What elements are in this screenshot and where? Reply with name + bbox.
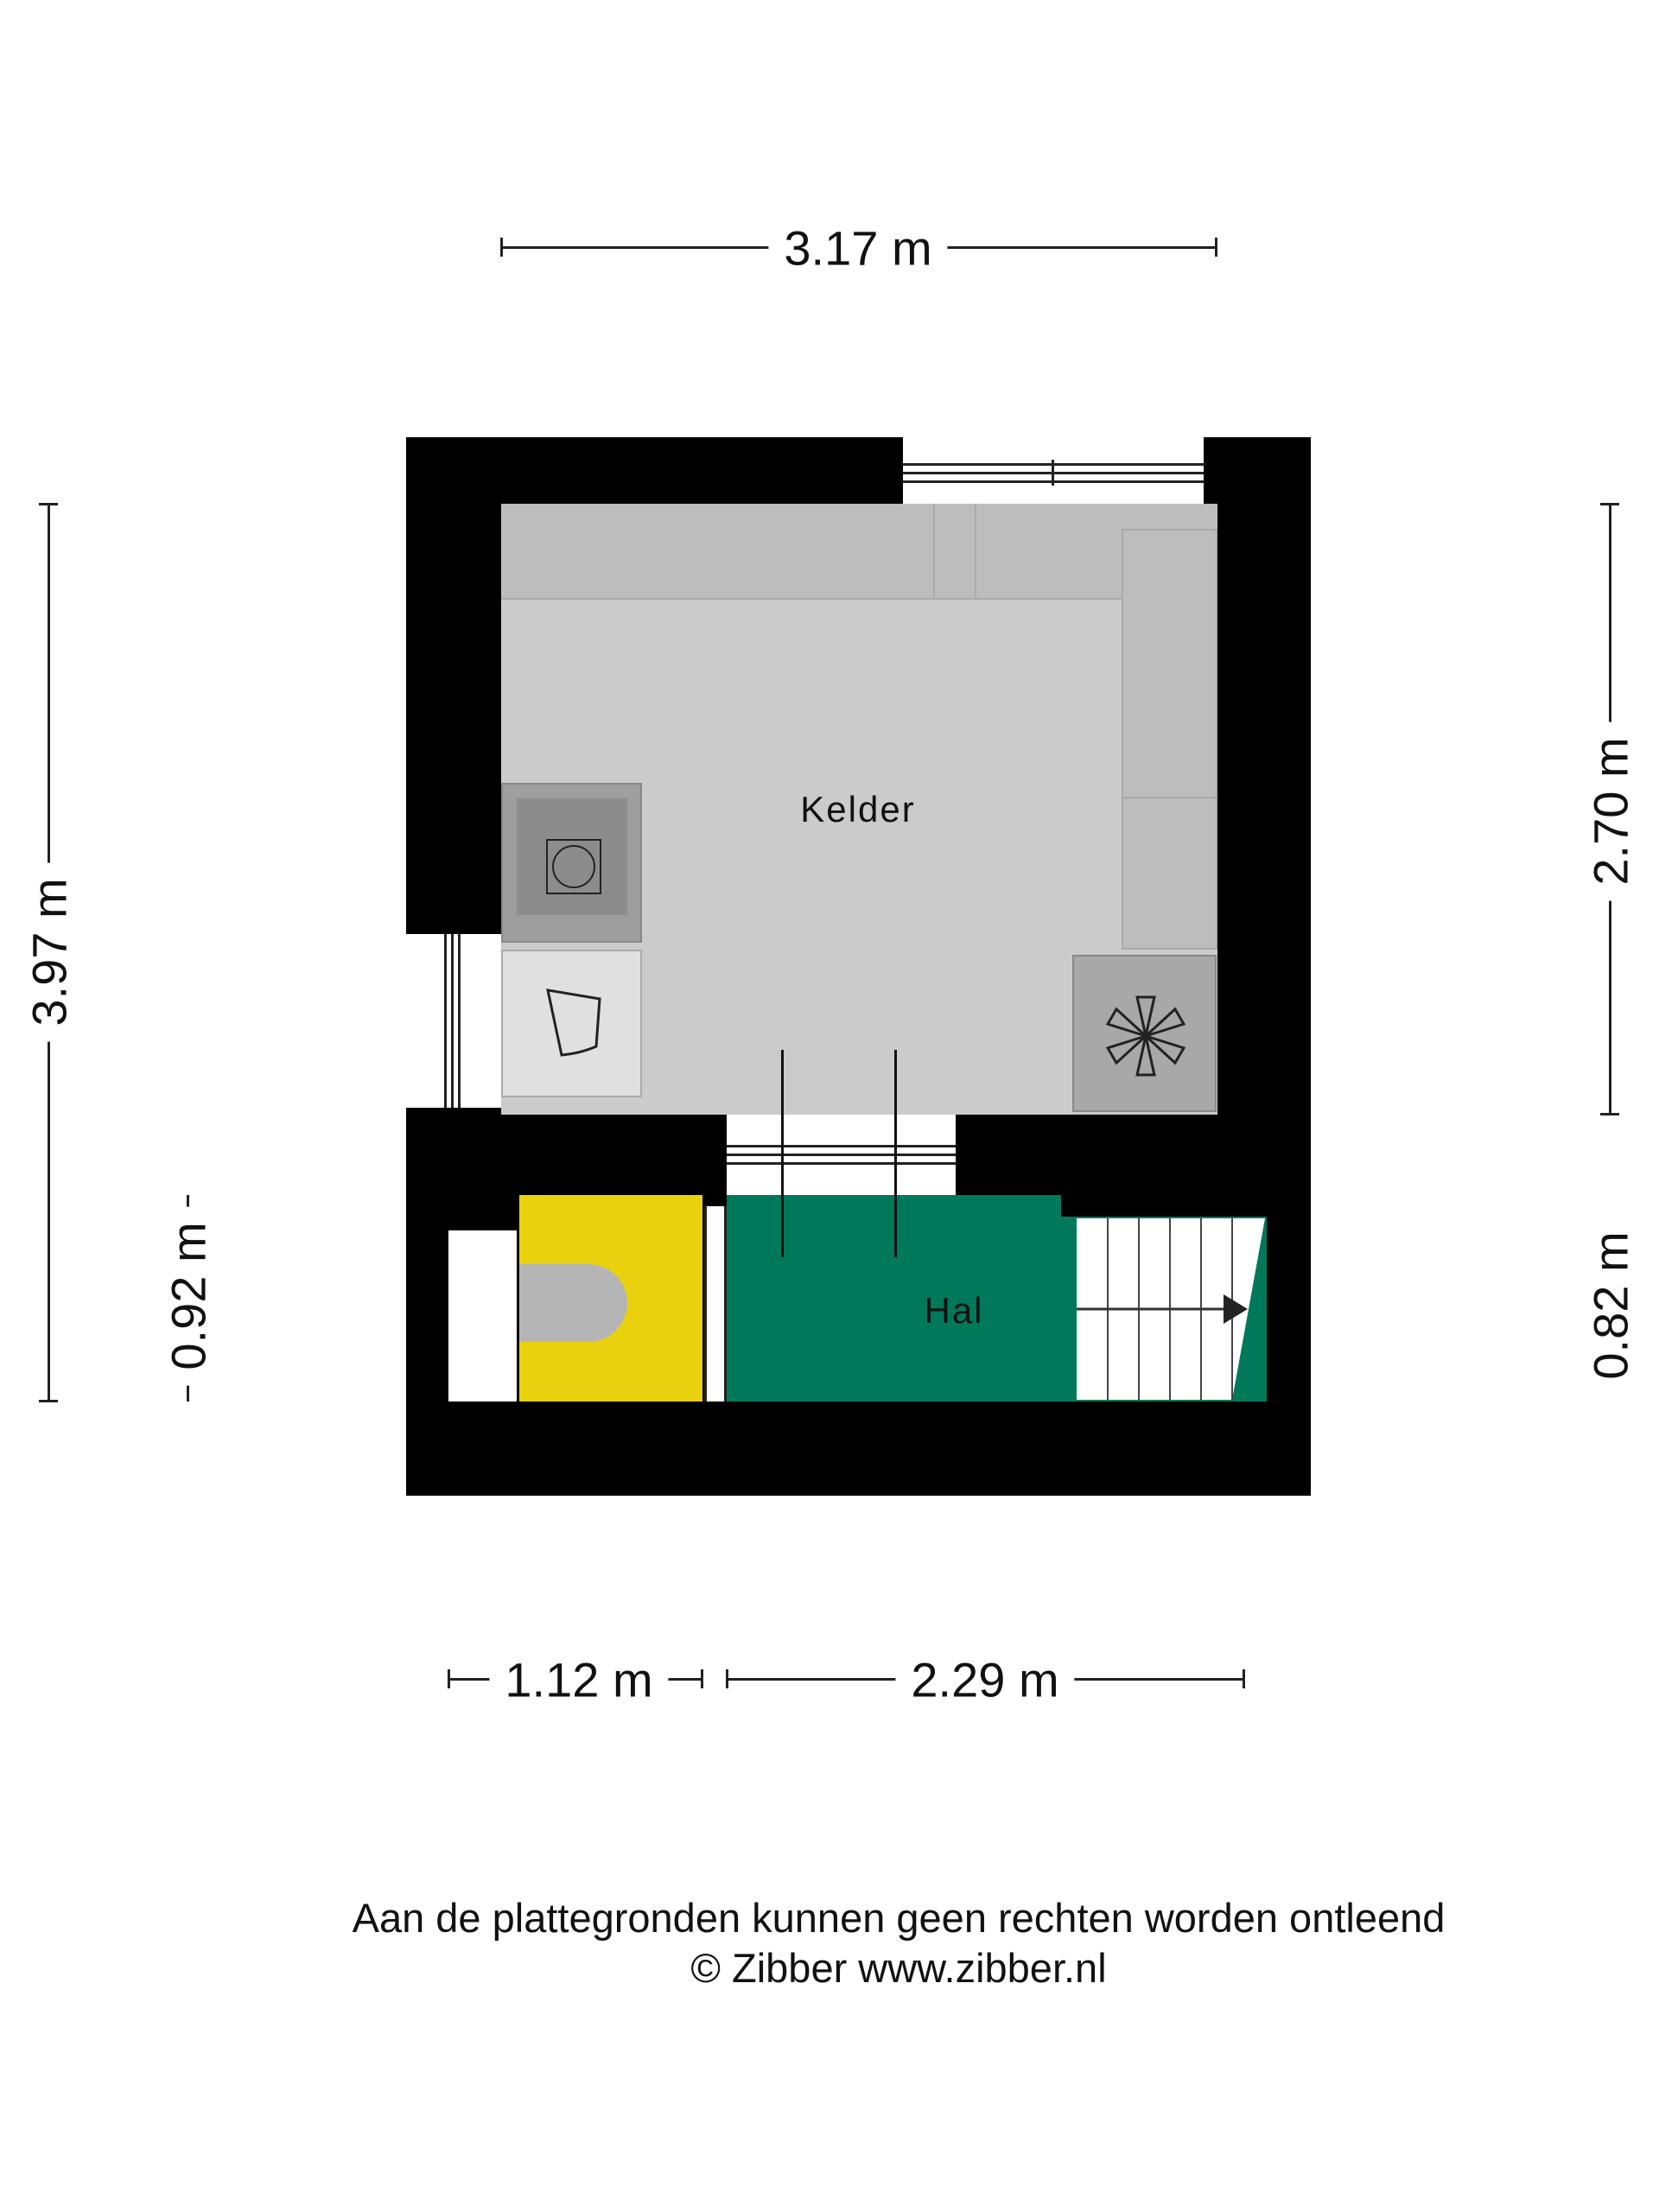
fan-icon [1105,995,1186,1077]
toilet [519,1264,627,1342]
copyright: © Zibber www.zibber.nl [690,1945,1107,1991]
room-label-kelder: Kelder [800,789,916,830]
dimension-label: 0.82 m [1582,1216,1639,1395]
window-left [406,934,501,1108]
wc-door [704,1206,727,1402]
dimension-label: 0.92 m [160,1206,217,1386]
stairs [1077,1218,1267,1400]
dimension-label: 2.70 m [1582,721,1639,901]
room-label-hal: Hal [924,1290,984,1331]
dimension-label: 2.29 m [895,1651,1075,1708]
sink [448,1230,517,1402]
counter-right [1122,529,1217,950]
window-top [903,437,1204,504]
counter-top [501,504,1217,600]
room-wc [519,1195,702,1402]
dimension-label: 3.17 m [768,219,948,276]
arrow-icon [1224,1294,1248,1324]
dimension-label: 1.12 m [489,1651,669,1708]
boiler [1072,955,1217,1112]
disclaimer: Aan de plattegronden kunnen geen rechten… [352,1895,1446,1941]
dimension-label: 3.97 m [21,862,78,1042]
door-opening [727,1115,956,1197]
dryer [501,950,642,1097]
washing-machine [501,783,642,943]
